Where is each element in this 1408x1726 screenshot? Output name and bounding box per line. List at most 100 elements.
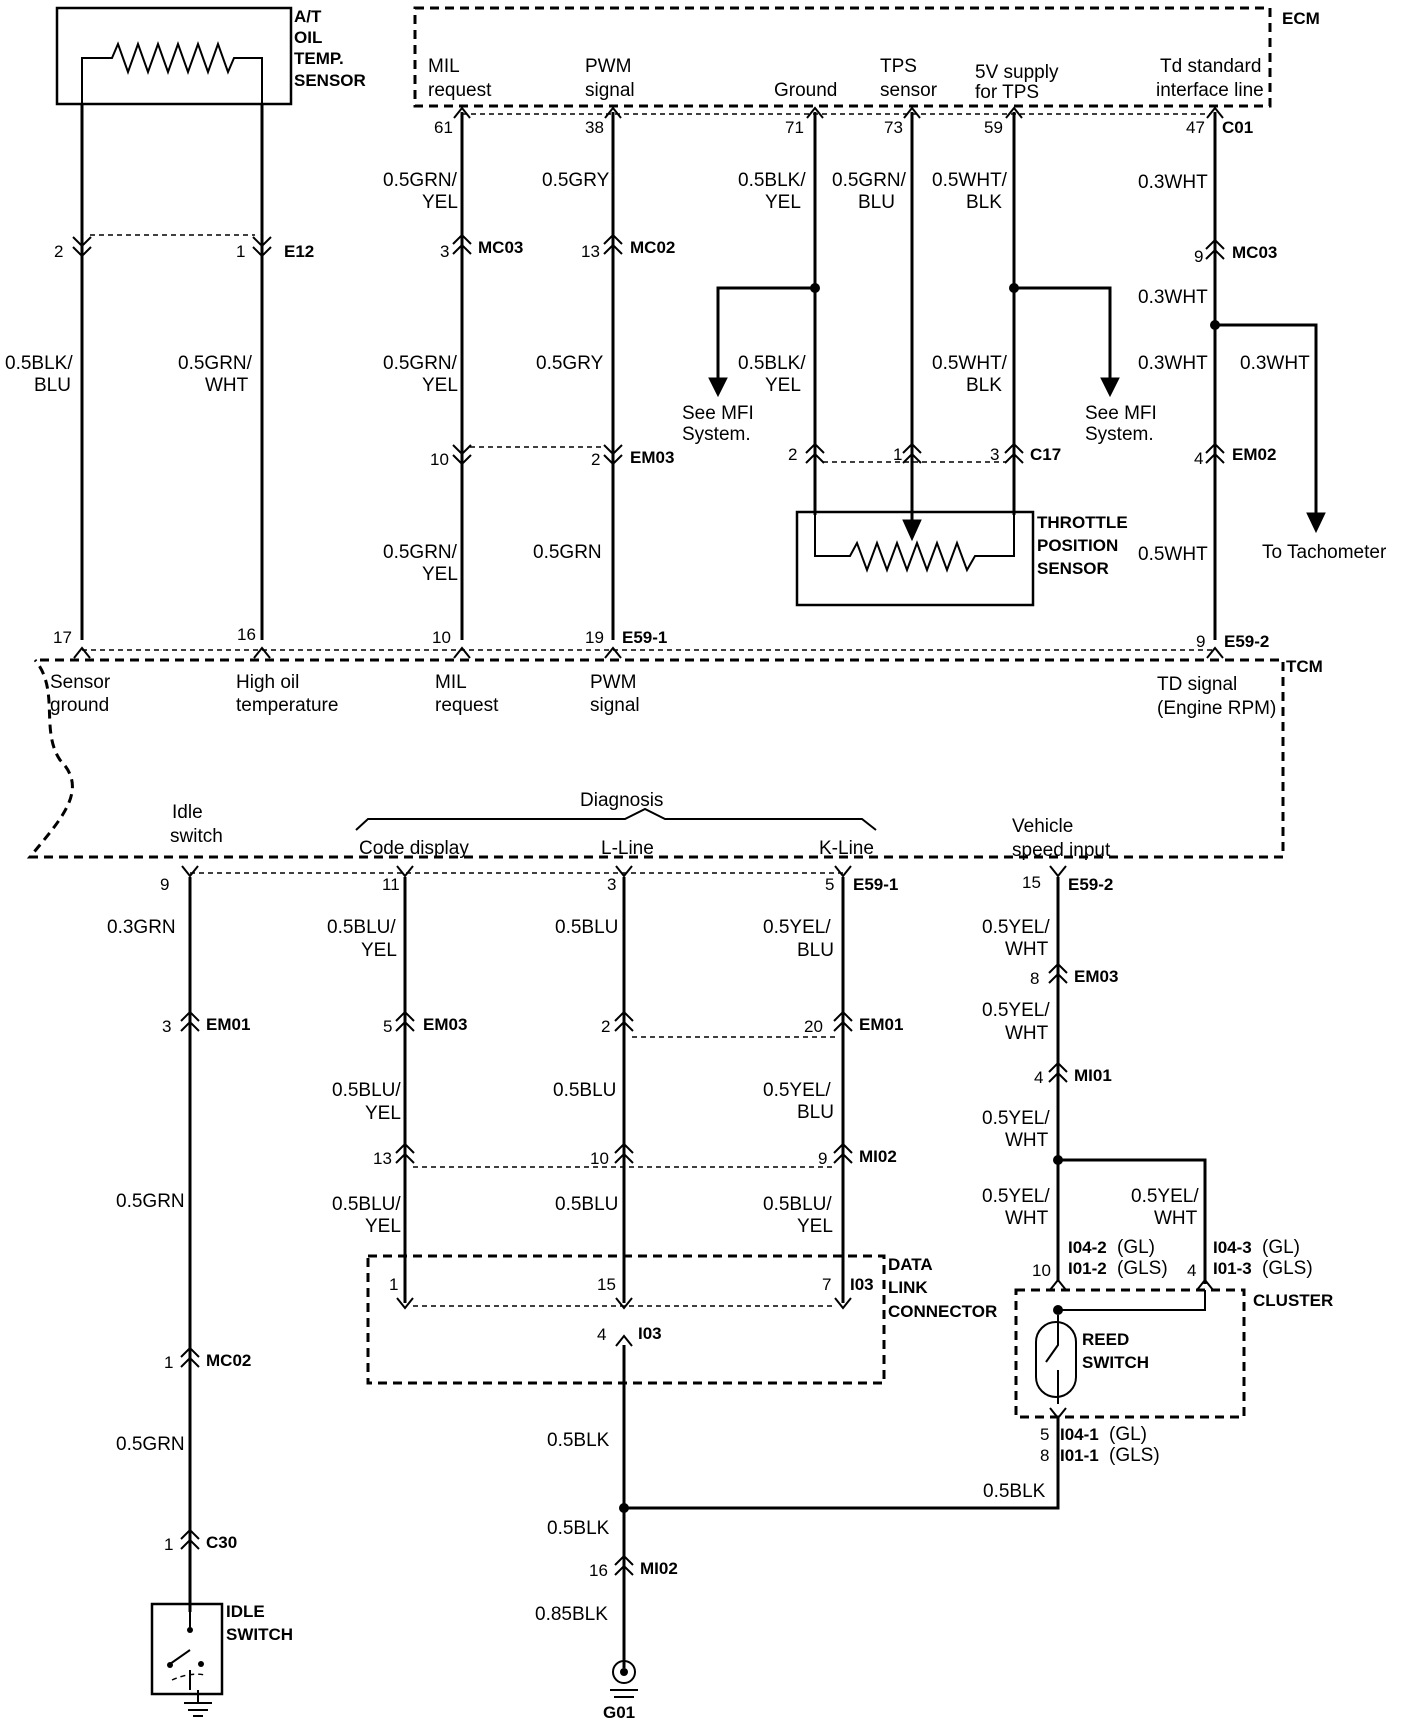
wire-05grn-yel-1a: 0.5GRN/ xyxy=(383,170,458,191)
wire-05yel-blu-1a: 0.5YEL/ xyxy=(763,917,831,938)
pin-em01-3: 3 xyxy=(162,1017,171,1036)
conn-e59-1-b: E59-1 xyxy=(853,875,898,894)
tps-label-2: POSITION xyxy=(1037,536,1118,555)
wire-reed-ground xyxy=(624,1418,1060,1510)
pin-tcm-11: 11 xyxy=(382,875,400,894)
pin-em03-8: 8 xyxy=(1030,969,1039,988)
wire-05blk-blu-b: BLU xyxy=(34,375,71,396)
ecm-pwm-label-2: signal xyxy=(585,80,635,101)
tcm-label: TCM xyxy=(1286,657,1323,676)
pin-dlc-1: 1 xyxy=(389,1275,398,1294)
cluster-label: CLUSTER xyxy=(1253,1291,1333,1310)
conn-i01-3: I01-3 xyxy=(1213,1259,1252,1278)
pin-tcm-15: 15 xyxy=(1022,873,1041,892)
conn-i03-b: I03 xyxy=(638,1324,662,1343)
conn-em01-a: EM01 xyxy=(206,1015,250,1034)
tcm-pin-5 xyxy=(834,865,852,877)
tcm-mil-2: request xyxy=(435,695,499,716)
at-sensor-label-1: A/T xyxy=(294,7,322,26)
wire-05yel-wht-1a: 0.5YEL/ xyxy=(982,917,1050,938)
wire-05wht-blk-1a: 0.5WHT/ xyxy=(932,170,1008,191)
pin-tcm-9: 9 xyxy=(1196,632,1205,651)
pin-mi02-10: 10 xyxy=(590,1149,609,1168)
conn-c01: C01 xyxy=(1222,118,1253,137)
sensor-resistor xyxy=(81,41,263,104)
see-mfi-left-2: System. xyxy=(682,424,751,445)
conn-i01-1-gls: (GLS) xyxy=(1109,1445,1160,1466)
see-mfi-left-1: See MFI xyxy=(682,403,754,424)
pin-tcm-16: 16 xyxy=(237,625,256,644)
wire-ground-to-mfi xyxy=(716,286,815,388)
wire-05yel-wht-2a: 0.5YEL/ xyxy=(982,1000,1050,1021)
conn-mc02-b: MC02 xyxy=(206,1351,251,1370)
wire-05blu-yel-2a: 0.5BLU/ xyxy=(332,1080,401,1101)
wire-05blu-yel-1b: YEL xyxy=(361,940,397,961)
tps-resistor xyxy=(814,512,1015,573)
wire-03wht-2: 0.3WHT xyxy=(1138,287,1208,308)
idle-contact-3 xyxy=(198,1661,204,1667)
wire-05grn-yel-3a: 0.5GRN/ xyxy=(383,542,458,563)
wire-05yel-blu-2b: BLU xyxy=(797,1102,834,1123)
pin-tcm-5: 5 xyxy=(825,875,834,894)
ecm-td-label-1: Td standard xyxy=(1160,56,1261,77)
dlc-pin-4 xyxy=(615,1335,633,1347)
pin-tcm-9b: 9 xyxy=(160,875,169,894)
ecm-td-label-2: interface line xyxy=(1156,80,1264,101)
data-link-connector xyxy=(366,1254,886,1385)
ecm-5v-label-1: 5V supply xyxy=(975,62,1059,83)
conn-i04-3: I04-3 xyxy=(1213,1238,1252,1257)
reed-switch-body xyxy=(1035,1321,1077,1398)
pin-em02-4: 4 xyxy=(1194,449,1203,468)
wire-03grn: 0.3GRN xyxy=(107,917,176,938)
conn-em03-b: EM03 xyxy=(1074,967,1118,986)
wire-05blk-yel-1a: 0.5BLK/ xyxy=(738,170,806,191)
dlc-label-3: CONNECTOR xyxy=(888,1302,997,1321)
wire-03wht-3: 0.3WHT xyxy=(1138,353,1208,374)
dlc-label-1: DATA xyxy=(888,1255,933,1274)
wire-05yel-wht-4a: 0.5YEL/ xyxy=(982,1186,1050,1207)
tcm-vss-2: speed input xyxy=(1012,840,1111,861)
wire-03wht-4: 0.3WHT xyxy=(1240,353,1310,374)
ground-g01-bars xyxy=(610,1689,638,1698)
ecm-box xyxy=(413,6,1272,108)
tcm-high-oil-1: High oil xyxy=(236,672,299,693)
pin-71: 71 xyxy=(785,118,804,137)
wire-05grn-yel-1b: YEL xyxy=(422,192,458,213)
pin-dlc-4: 4 xyxy=(597,1325,606,1344)
pin-cluster-8: 8 xyxy=(1040,1446,1049,1465)
conn-mi02-b: MI02 xyxy=(640,1559,678,1578)
chassis-ground-icon xyxy=(184,1690,212,1717)
conn-em02: EM02 xyxy=(1232,445,1276,464)
wire-05blu-yel-3a: 0.5BLU/ xyxy=(332,1194,401,1215)
tcm-pin-idle-9 xyxy=(181,865,199,877)
wire-05blk-2: 0.5BLK xyxy=(547,1518,610,1539)
pin-dlc-7: 7 xyxy=(822,1275,831,1294)
wire-05yel-wht-2b: WHT xyxy=(1005,1023,1049,1044)
pin-em03-5: 5 xyxy=(383,1017,392,1036)
conn-i04-2: I04-2 xyxy=(1068,1238,1107,1257)
splice-td xyxy=(1210,320,1220,330)
pin-61: 61 xyxy=(434,118,453,137)
tcm-td-2: (Engine RPM) xyxy=(1157,698,1276,719)
at-sensor-label-2: OIL xyxy=(294,28,322,47)
wire-05blk-yel-1b: YEL xyxy=(765,192,801,213)
ecm-label: ECM xyxy=(1282,9,1320,28)
ground-g01-label: G01 xyxy=(603,1703,635,1722)
conn-e59-2-a: E59-2 xyxy=(1224,632,1269,651)
pin-mi02-16: 16 xyxy=(589,1561,608,1580)
reed-label-1: REED xyxy=(1082,1330,1129,1349)
conn-i01-2-gls: (GLS) xyxy=(1117,1258,1168,1279)
conn-em03-a: EM03 xyxy=(630,448,674,467)
idle-label-1: IDLE xyxy=(226,1602,265,1621)
tcm-pin-3 xyxy=(615,865,633,877)
idle-contact-1 xyxy=(187,1627,193,1633)
splice-vss xyxy=(1053,1155,1063,1165)
tcm-code-display: Code display xyxy=(359,838,469,859)
to-tachometer-label: To Tachometer xyxy=(1262,542,1387,563)
wire-to-tachometer xyxy=(1215,323,1318,523)
pin-mc03-3: 3 xyxy=(440,242,449,261)
ecm-mil-label-1: MIL xyxy=(428,56,460,77)
wire-05wht-blk-2a: 0.5WHT/ xyxy=(932,353,1008,374)
